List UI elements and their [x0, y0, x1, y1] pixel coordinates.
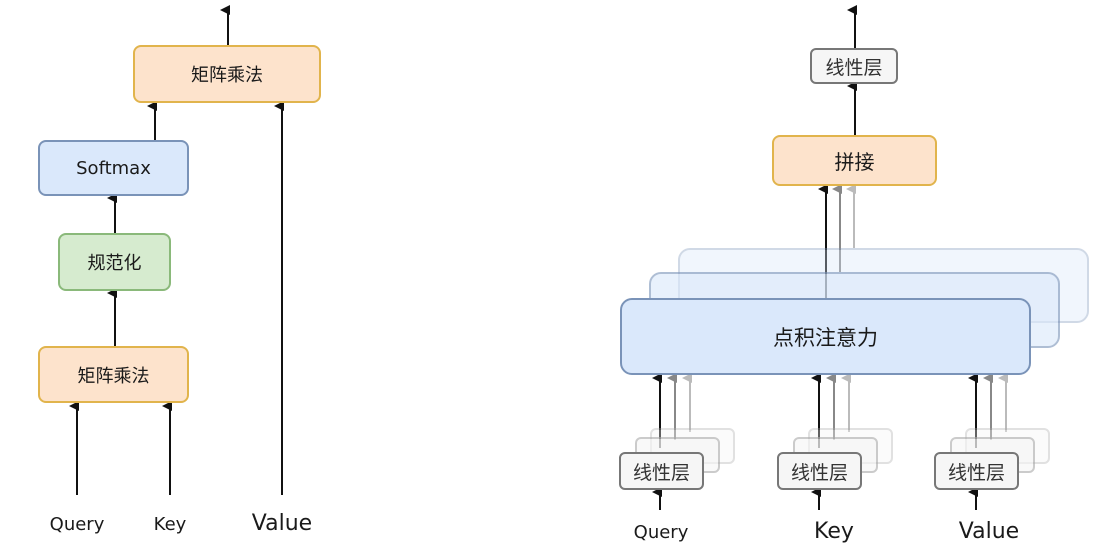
concat-box: 拼接 [772, 135, 937, 186]
right-key-label: Key [814, 519, 854, 544]
normalize-label: 规范化 [87, 253, 142, 274]
matmul-bottom-label: 矩阵乘法 [77, 365, 150, 387]
left-value-label: Value [251, 511, 313, 536]
query-linear-label: 线性层 [632, 461, 690, 484]
right-query-label: Query [633, 522, 689, 543]
dot-attention-label: 点积注意力 [773, 325, 878, 350]
right-value-label: Value [958, 519, 1020, 544]
linear-output-box: 线性层 [810, 48, 898, 84]
key-linear-box: 线性层 [777, 452, 862, 490]
key-linear-label: 线性层 [790, 461, 848, 484]
softmax-box: Softmax [38, 140, 189, 196]
normalize-box: 规范化 [58, 233, 171, 291]
matmul-bottom-box: 矩阵乘法 [38, 346, 189, 403]
value-linear-label: 线性层 [947, 461, 1005, 484]
softmax-label: Softmax [76, 157, 151, 179]
matmul-top-box: 矩阵乘法 [133, 45, 321, 103]
value-linear-box: 线性层 [934, 452, 1019, 490]
dot-attention-box: 点积注意力 [620, 298, 1031, 375]
concat-label: 拼接 [834, 150, 875, 174]
matmul-top-label: 矩阵乘法 [191, 65, 263, 86]
left-key-label: Key [153, 514, 187, 535]
left-query-label: Query [49, 514, 105, 535]
linear-output-label: 线性层 [825, 56, 883, 79]
query-linear-box: 线性层 [619, 452, 704, 490]
